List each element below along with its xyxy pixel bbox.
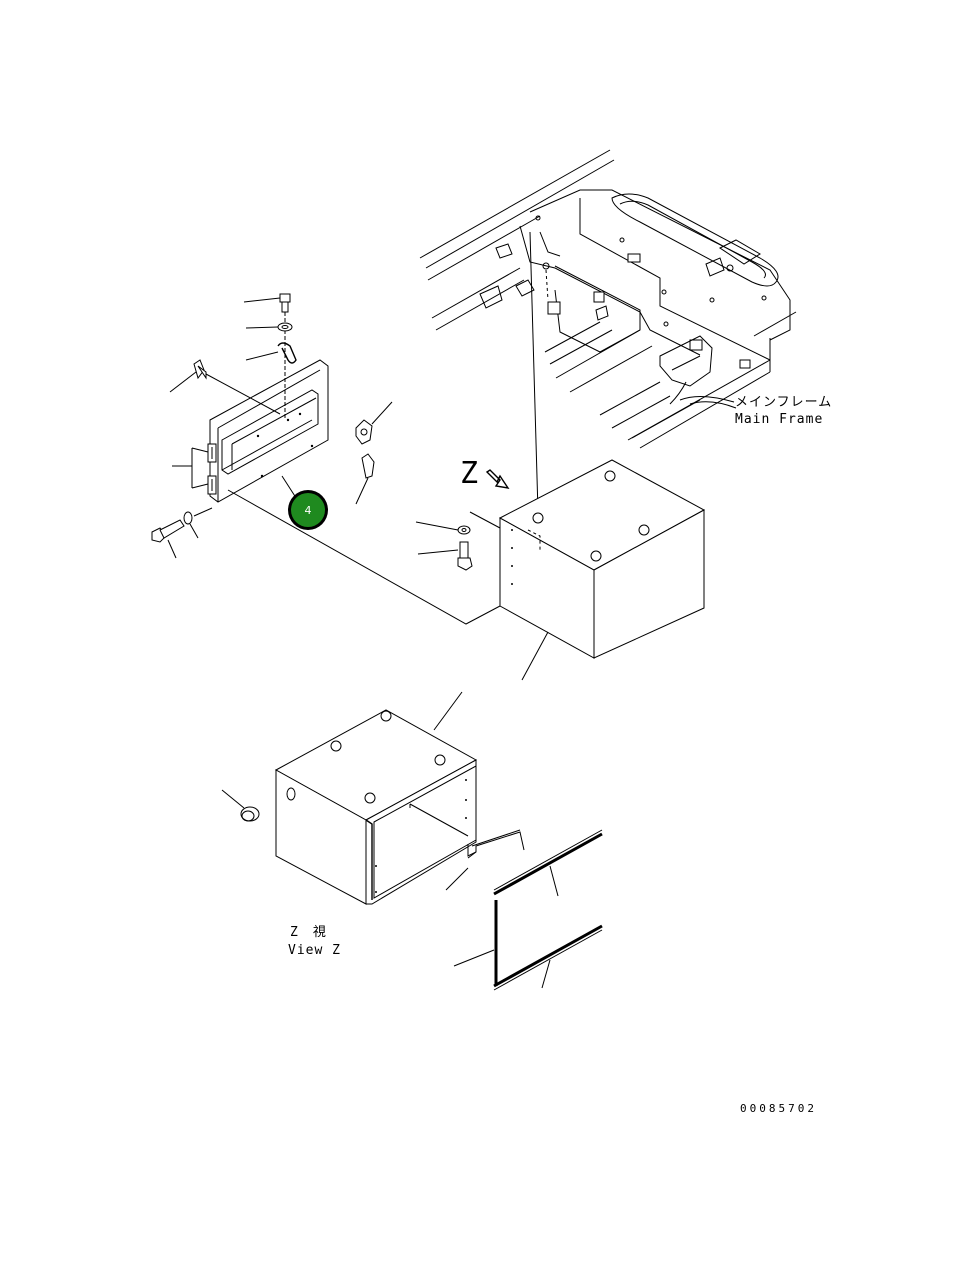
cover-assembly xyxy=(207,359,329,503)
view-z-box xyxy=(274,709,478,905)
hose-line xyxy=(469,511,501,529)
view-z-label-jp: Z 視 xyxy=(290,925,327,940)
main-frame-assembly xyxy=(419,149,797,513)
holding-rod xyxy=(445,829,525,891)
top-clip xyxy=(245,342,297,364)
cover-to-box-line xyxy=(227,489,501,625)
box-leader-line xyxy=(521,631,549,681)
seal-strip-top xyxy=(493,829,603,897)
catch-right xyxy=(355,453,375,505)
main-frame-label-en: Main Frame xyxy=(735,412,823,427)
callout-4[interactable]: 4 xyxy=(288,490,328,530)
cover-bolt xyxy=(151,519,185,559)
callout-4-number: 4 xyxy=(305,504,312,517)
z-marker-label: Z xyxy=(460,456,478,491)
drawing-code: 00085702 xyxy=(740,1102,817,1115)
box-mounting-bolt xyxy=(417,541,473,571)
box-washer xyxy=(415,521,471,535)
callout-4-fill xyxy=(291,493,325,527)
main-frame-label-jp: メインフレーム xyxy=(735,395,832,410)
cap-plug xyxy=(221,789,260,822)
latch-upper-left xyxy=(169,359,281,415)
view-direction-arrow-icon xyxy=(485,469,510,489)
battery-box-mounted xyxy=(498,459,706,659)
view-z-label-en: View Z xyxy=(288,943,341,958)
view-z-box-leader xyxy=(433,691,463,731)
top-bolt xyxy=(243,293,291,418)
cover-washer xyxy=(183,507,213,539)
top-washer xyxy=(245,322,293,332)
hinge-leader xyxy=(172,447,209,489)
seal-strip-left xyxy=(453,900,498,986)
seal-strip-bottom xyxy=(493,924,603,991)
latch-right xyxy=(355,401,393,445)
